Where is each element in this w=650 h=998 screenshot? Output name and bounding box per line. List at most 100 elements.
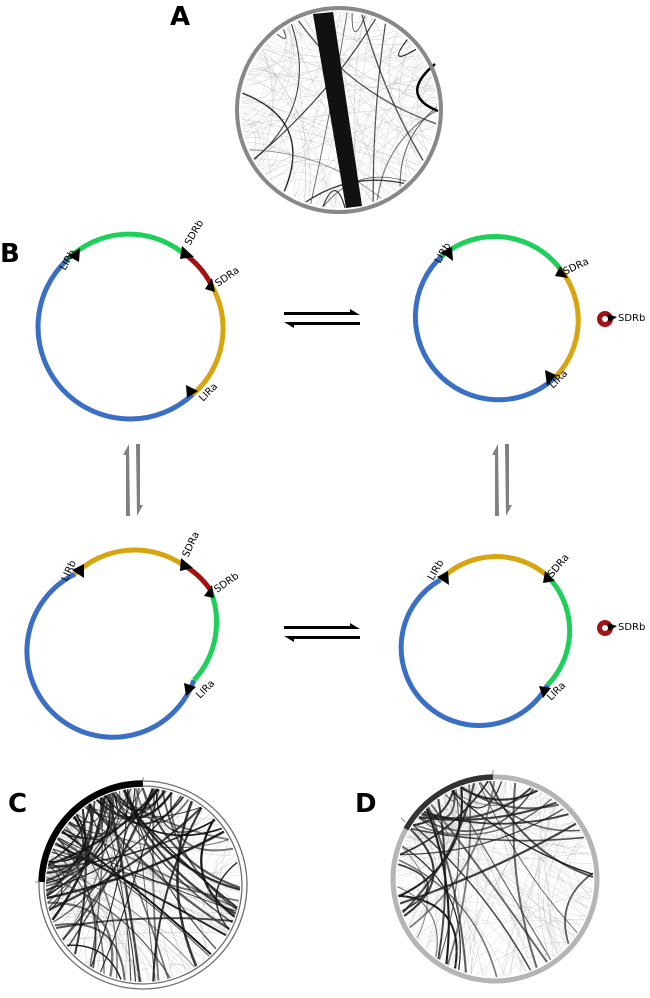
link-chord [320,173,331,208]
link-chord [409,830,576,936]
link-chord [398,39,417,57]
link-chord [399,821,420,859]
link-chord [564,872,594,945]
link-chord [241,122,277,172]
link-chord [106,794,215,820]
link-chord [416,76,432,146]
link-chord [420,789,456,820]
link-chord [503,802,557,977]
link-chord [99,789,160,973]
link-chord [406,803,445,842]
panel-b-letter: B [0,239,20,269]
link-chord [347,12,367,23]
link-chord [402,782,476,914]
link-chord [538,802,558,961]
panel-a-ring [235,6,443,214]
link-chord [47,788,159,866]
link-chord [478,782,578,933]
link-chord [242,124,258,129]
panel-c-letter: C [8,789,27,819]
link-chord [353,13,420,59]
link-chord [339,11,407,56]
link-chord [377,91,436,200]
circle-bottom-right [398,554,573,728]
link-chord [241,52,277,102]
link-chord [425,808,450,965]
link-chord [412,825,565,949]
link-chord [244,26,291,85]
link-chord [53,788,136,923]
tl-sdra-label: SDRa [213,265,241,289]
link-chord [299,109,438,201]
link-chord [64,788,155,829]
link-chord [412,824,532,971]
circle-top-right [412,234,581,403]
link-chord [425,809,445,959]
panel-a-letter: A [170,2,190,32]
tl-lira-arrow [186,385,198,398]
bl-yellow-segment [73,547,183,576]
tr-sdrb-label: SDRb [618,313,645,324]
link-chord [421,813,575,836]
link-chord [288,25,306,202]
link-chord [510,822,576,976]
link-chord [244,44,268,138]
link-chord [99,797,132,982]
link-chord [408,833,432,936]
link-chord [241,98,338,209]
link-chord [509,782,543,801]
link-chord [112,792,120,979]
link-chord [114,791,238,909]
link-chord [452,790,575,826]
link-chord [448,796,549,966]
eq-top-back [284,322,360,328]
link-chord [123,789,241,891]
link-chord [331,56,422,208]
link-chord [241,118,421,166]
link-chord [61,822,86,939]
link-chord [48,864,232,926]
link-chord [255,58,306,202]
panel-a: A [170,2,443,214]
link-chord [453,795,547,968]
link-chord [397,828,417,872]
link-chord [544,915,586,961]
link-chord [46,879,205,961]
link-chord [399,852,590,861]
link-chord [351,12,366,33]
link-chord [412,74,431,82]
link-chord [262,48,421,60]
tl-sdrb-arrow [180,246,194,259]
link-chord [398,786,464,898]
equilibrium-arrow-bottom [284,623,360,642]
br-sdra-label: SDRa [546,552,572,580]
panel-c: C [8,777,248,990]
link-chord [364,44,413,205]
link-chord [56,817,213,842]
link-chord [487,781,559,816]
link-chord [315,54,420,206]
link-chord [64,827,98,960]
link-chord [549,836,584,958]
link-chord [483,895,592,977]
link-chord [49,858,188,972]
link-chord [73,808,87,955]
link-chord [475,941,570,976]
tr-lira-label: LIRa [547,368,570,391]
link-chord [266,37,293,64]
link-chord [425,809,445,958]
link-chord [417,782,476,820]
link-chord [299,20,416,173]
link-chord [364,15,436,129]
link-chord [135,788,190,824]
br-arrowheads [437,571,555,698]
link-chord [246,141,342,209]
link-chord [216,829,230,930]
link-chord [58,837,210,957]
panel-a-links [240,11,438,209]
br-yellow-segment [438,554,549,582]
link-chord [241,25,292,124]
link-chord [169,792,234,852]
link-chord [201,854,236,957]
link-chord [110,792,229,841]
